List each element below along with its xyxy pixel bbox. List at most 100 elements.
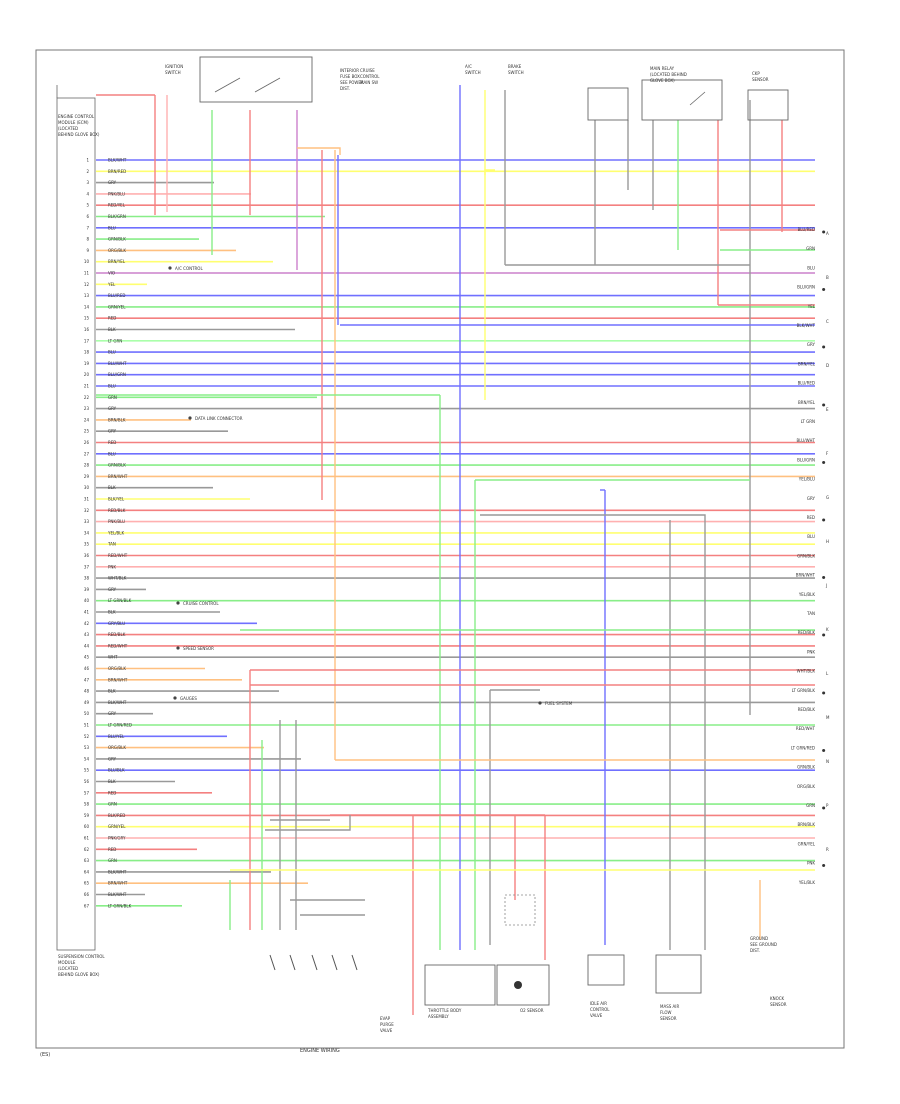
ecm-bottom-label-line: BEHIND GLOVE BOX) (58, 972, 100, 977)
brake-label: SWITCH (508, 70, 524, 75)
ignition-switch-label: IGNITION (165, 64, 183, 69)
pin-wire-label: GRN/YEL (108, 304, 126, 309)
o2-sensor-element (514, 981, 522, 989)
right-marker: ● (822, 863, 826, 868)
pin-wire-label: BLK/YEL (108, 497, 125, 502)
pin-wire-label: BLU/RED (108, 293, 125, 298)
main-relay-label: MAIN RELAY (650, 66, 675, 71)
wire (297, 147, 341, 155)
arrow-dot (188, 416, 192, 420)
pin-wire-label: BLU/BLK (108, 768, 125, 773)
evap-valve-label: VALVE (380, 1028, 393, 1033)
pin-number: 27 (84, 451, 90, 456)
pin-number: 5 (86, 203, 89, 208)
pin-number: 28 (84, 463, 90, 468)
right-wire-label: BLU (807, 265, 815, 270)
pin-wire-label: PNK/GRY (108, 836, 126, 841)
pin-wire-label: YEL (107, 282, 116, 287)
ckp-label: SENSOR (752, 77, 769, 82)
pin-wire-label: BLK (108, 689, 116, 694)
right-wire-label: YEL (807, 304, 816, 309)
terminal-marker: G (826, 495, 829, 500)
pin-wire-label: RED/WHT (108, 643, 128, 648)
bottom-center-label: ENGINE WIRING (300, 1048, 340, 1054)
pin-number: 16 (84, 327, 90, 332)
ecm-power-label: INTERIOR (340, 68, 359, 73)
pin-number: 8 (86, 237, 89, 242)
pin-number: 57 (84, 790, 90, 795)
pin-wire-label: ORG/BLK (108, 745, 126, 750)
pin-wire-label: RED/WHT (108, 553, 128, 558)
pin-number: 22 (84, 395, 90, 400)
pin-wire-label: RED (108, 440, 116, 445)
o2-sensor-box (496, 964, 550, 1006)
pin-number: 43 (84, 632, 90, 637)
pin-wire-label: BLK/RED (108, 813, 125, 818)
pin-number: 12 (84, 282, 90, 287)
pin-number: 54 (84, 756, 90, 761)
right-wire-label: GRN/YEL (798, 841, 816, 846)
right-wire-label: RED/BLK (798, 630, 816, 635)
pin-number: 21 (84, 384, 90, 389)
throttle-body-label: THROTTLE BODY (427, 1008, 462, 1013)
pin-number: 35 (84, 542, 90, 547)
terminal-marker: R (826, 847, 829, 852)
right-wire-label: GRY (807, 342, 816, 347)
pin-number: 26 (84, 440, 90, 445)
right-marker: ● (822, 805, 826, 810)
pin-number: 1 (86, 158, 89, 163)
pin-wire-label: BLU (108, 451, 116, 456)
pin-number: 45 (84, 655, 90, 660)
mass-air-label: FLOW (660, 1010, 672, 1015)
pin-number: 10 (84, 259, 90, 264)
terminal-marker: H (826, 539, 829, 544)
pin-number: 39 (84, 587, 90, 592)
ckp-label: CKP (752, 71, 760, 76)
pin-number: 34 (84, 530, 90, 535)
right-wire-label: BRN/BLK (798, 822, 816, 827)
right-marker: ● (822, 229, 826, 234)
pin-wire-label: BLK/WHT (108, 869, 127, 874)
right-wire-label: BLU/GRN (797, 285, 815, 290)
pin-number: 29 (84, 474, 90, 479)
cruise-label: CONTROL (360, 74, 380, 79)
terminal-marker: C (826, 319, 829, 324)
ecm-power-label: DIST. (340, 86, 350, 91)
pin-wire-label: GRN (108, 395, 117, 400)
knock-sensor-label: SENSOR (770, 1002, 787, 1007)
right-marker: ● (822, 402, 826, 407)
pin-wire-label: BLK/GRN (108, 214, 126, 219)
connector-ticks (269, 954, 358, 971)
pin-wire-label: GRY (108, 406, 117, 411)
wire (484, 169, 495, 175)
pin-number: 61 (84, 836, 90, 841)
pin-number: 58 (84, 802, 90, 807)
right-wire-label: WHT/BLK (797, 669, 816, 674)
pin-number: 67 (84, 903, 90, 908)
arrow-dot (176, 601, 180, 605)
data-link-note: DATA LINK CONNECTOR (195, 416, 243, 421)
pin-wire-label: BLU/YEL (108, 734, 125, 739)
speed-sensor-note: SPEED SENSOR (183, 646, 214, 651)
right-marker: ● (822, 690, 826, 695)
ignition-switch-box (199, 56, 313, 103)
ac-label: A/C (465, 64, 472, 69)
pin-wire-label: BLK (108, 779, 116, 784)
pin-wire-label: WHT (108, 655, 118, 660)
right-marker: ● (822, 747, 826, 752)
pin-number: 64 (84, 869, 90, 874)
right-wire-label: GRN (806, 246, 815, 251)
pin-number: 33 (84, 519, 90, 524)
ecm-bottom-label-line: (LOCATED (58, 966, 78, 971)
sensor-dashed-box (504, 894, 536, 926)
pin-number: 36 (84, 553, 90, 558)
pin-number: 41 (84, 610, 90, 615)
right-wire-label: RED (807, 515, 815, 520)
pin-number: 18 (84, 350, 90, 355)
pin-wire-label: RED/BLK (108, 632, 126, 637)
terminal-marker: E (826, 407, 829, 412)
pin-number: 9 (86, 248, 89, 253)
pin-wire-label: GRY (108, 429, 117, 434)
right-wire-label: YEL/BLK (798, 592, 816, 597)
